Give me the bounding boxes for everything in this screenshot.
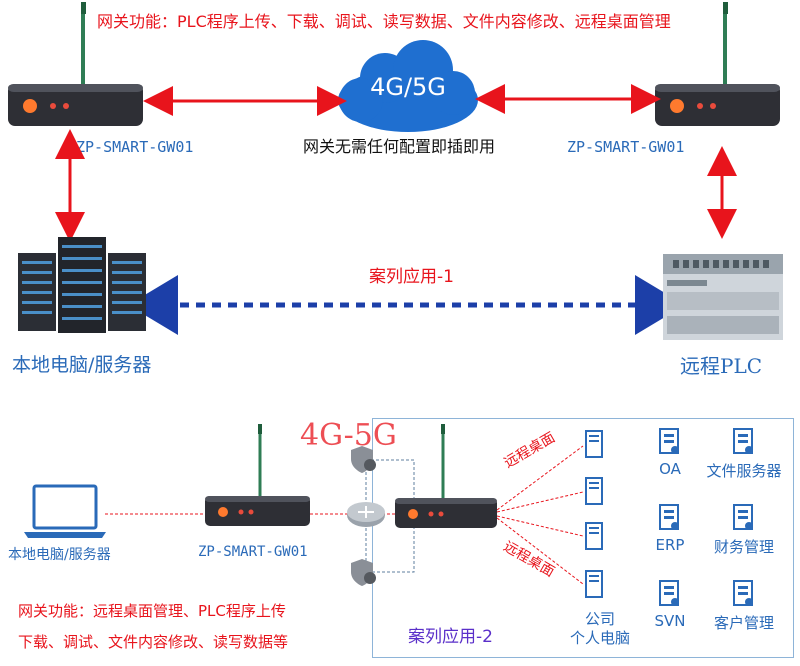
service-file-server: 文件服务器 — [698, 428, 790, 481]
service-label: SVN — [654, 612, 686, 630]
service-oa: OA — [640, 428, 700, 478]
document-icon — [733, 428, 753, 454]
cloud-label: 4G/5G — [370, 73, 446, 101]
document-icon — [659, 580, 679, 606]
pc-label-line2: 个人电脑 — [569, 629, 630, 647]
shield-bottom-icon — [351, 559, 376, 586]
service-erp: ERP — [640, 504, 700, 554]
services-grid: OA 文件服务器 ERP 财务管理 SVN 客户管理 — [640, 428, 790, 638]
service-label: ERP — [655, 536, 685, 554]
pc-tower-icon — [585, 570, 603, 598]
document-icon — [733, 580, 753, 606]
top-connection-arrows — [55, 84, 737, 335]
gateway-label-bottom: ZP-SMART-GW01 — [198, 544, 308, 560]
service-label: 客户管理 — [713, 614, 774, 632]
pc-tower-icon — [585, 430, 603, 458]
intranet-box — [372, 418, 794, 658]
laptop-icon — [24, 484, 106, 538]
cloud-icon — [338, 40, 478, 132]
plc-device-icon — [663, 254, 783, 340]
gateway-label-top-left: ZP-SMART-GW01 — [76, 138, 194, 156]
gateway-device-top-right — [655, 2, 780, 126]
document-icon — [733, 504, 753, 530]
service-label: 财务管理 — [713, 538, 774, 556]
service-finance: 财务管理 — [698, 504, 790, 557]
pc-label-line1: 公司 — [584, 610, 615, 628]
service-svn: SVN — [640, 580, 700, 630]
case-label-1: 案列应用-1 — [369, 267, 454, 287]
pc-label: 公司 个人电脑 — [560, 610, 640, 648]
laptop-label: 本地电脑/服务器 — [8, 547, 111, 563]
case-label-2: 案列应用-2 — [408, 627, 493, 647]
gateway-label-top-right: ZP-SMART-GW01 — [567, 138, 685, 156]
pc-tower-icon — [585, 522, 603, 550]
gateway-device-bottom-left — [205, 424, 310, 526]
router-icon — [347, 502, 385, 527]
network-label-4g-5g: 4G-5G — [300, 418, 397, 453]
service-label: OA — [659, 460, 681, 478]
plc-label: 远程PLC — [680, 354, 763, 378]
bottom-function-line1: 网关功能：远程桌面管理、PLC程序上传 — [18, 602, 286, 620]
top-function-text: 网关功能：PLC程序上传、下载、调试、读写数据、文件内容修改、远程桌面管理 — [97, 12, 671, 31]
document-icon — [659, 428, 679, 454]
server-rack-icon — [18, 237, 146, 333]
document-icon — [659, 504, 679, 530]
gateway-device-intranet — [395, 424, 497, 528]
server-label: 本地电脑/服务器 — [12, 354, 152, 376]
bottom-function-line2: 下载、调试、文件内容修改、读写数据等 — [18, 633, 289, 651]
plug-and-play-text: 网关无需任何配置即插即用 — [303, 137, 496, 156]
service-label: 文件服务器 — [706, 462, 782, 480]
gateway-device-top-left — [8, 2, 143, 126]
pc-tower-icon — [585, 477, 603, 505]
service-crm: 客户管理 — [698, 580, 790, 633]
shield-top-icon — [351, 446, 376, 473]
